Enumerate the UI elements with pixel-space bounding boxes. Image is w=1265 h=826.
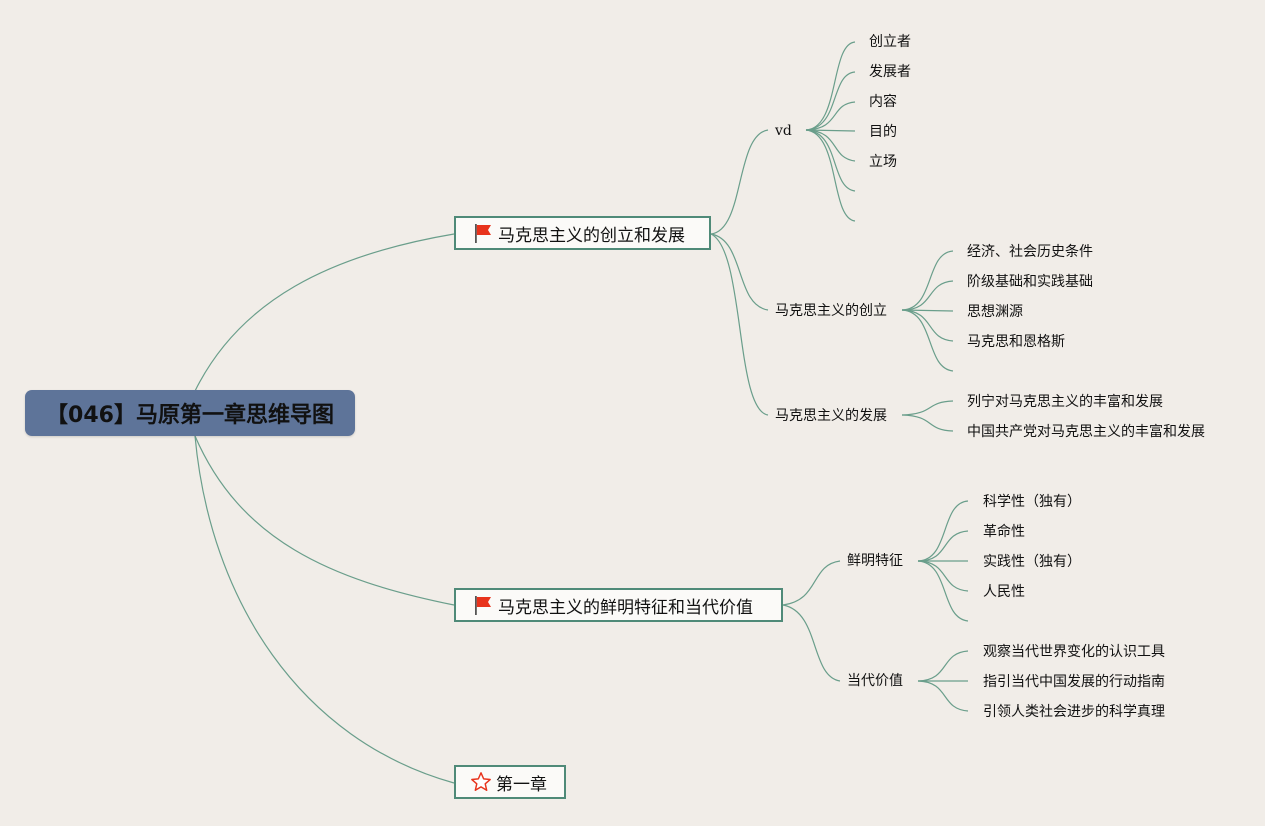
leaf-creator[interactable]: 创立者 (869, 34, 911, 50)
leaf-scientific[interactable]: 科学性（独有） (983, 494, 1081, 510)
red-flag-icon (475, 596, 491, 615)
subnode-contemporary-value[interactable]: 当代价值 (847, 672, 903, 690)
subnode-label: vd (775, 123, 792, 139)
leaf-stance[interactable]: 立场 (869, 154, 897, 170)
leaf-lenin[interactable]: 列宁对马克思主义的丰富和发展 (967, 394, 1163, 410)
subnode-features[interactable]: 鲜明特征 (847, 552, 903, 570)
leaf-practical[interactable]: 实践性（独有） (983, 554, 1081, 570)
leaf-revolutionary[interactable]: 革命性 (983, 524, 1025, 540)
subnode-label: 鲜明特征 (847, 553, 903, 569)
subnode-label: 当代价值 (847, 673, 903, 689)
leaf-economic-conditions[interactable]: 经济、社会历史条件 (967, 244, 1093, 260)
leaf-marx-engels[interactable]: 马克思和恩格斯 (967, 334, 1065, 350)
leaf-observation-tool[interactable]: 观察当代世界变化的认识工具 (983, 644, 1165, 660)
branch-node-creation-development[interactable]: 马克思主义的创立和发展 (454, 216, 711, 250)
leaf-purpose[interactable]: 目的 (869, 124, 897, 140)
subnode-creation[interactable]: 马克思主义的创立 (775, 302, 887, 320)
branch-label: 马克思主义的创立和发展 (498, 225, 685, 246)
branch-label: 马克思主义的鲜明特征和当代价值 (498, 597, 753, 618)
leaf-class-basis[interactable]: 阶级基础和实践基础 (967, 274, 1093, 290)
subnode-label: 马克思主义的发展 (775, 408, 887, 424)
leaf-intellectual-origins[interactable]: 思想渊源 (967, 304, 1023, 320)
leaf-people[interactable]: 人民性 (983, 584, 1025, 600)
leaf-content[interactable]: 内容 (869, 94, 897, 110)
leaf-cpc[interactable]: 中国共产党对马克思主义的丰富和发展 (967, 424, 1205, 440)
root-title: 【046】马原第一章思维导图 (46, 403, 334, 428)
leaf-scientific-truth[interactable]: 引领人类社会进步的科学真理 (983, 704, 1165, 720)
subnode-label: 马克思主义的创立 (775, 303, 887, 319)
subnode-development[interactable]: 马克思主义的发展 (775, 407, 887, 425)
branch-label: 第一章 (496, 774, 547, 795)
star-outline-icon (471, 772, 491, 791)
red-flag-icon (475, 224, 491, 243)
leaf-developer[interactable]: 发展者 (869, 64, 911, 80)
branch-node-features-value[interactable]: 马克思主义的鲜明特征和当代价值 (454, 588, 783, 622)
branch-node-chapter-one[interactable]: 第一章 (454, 765, 566, 799)
subnode-vd[interactable]: vd (775, 122, 792, 140)
leaf-action-guide[interactable]: 指引当代中国发展的行动指南 (983, 674, 1165, 690)
root-node[interactable]: 【046】马原第一章思维导图 (25, 390, 355, 436)
